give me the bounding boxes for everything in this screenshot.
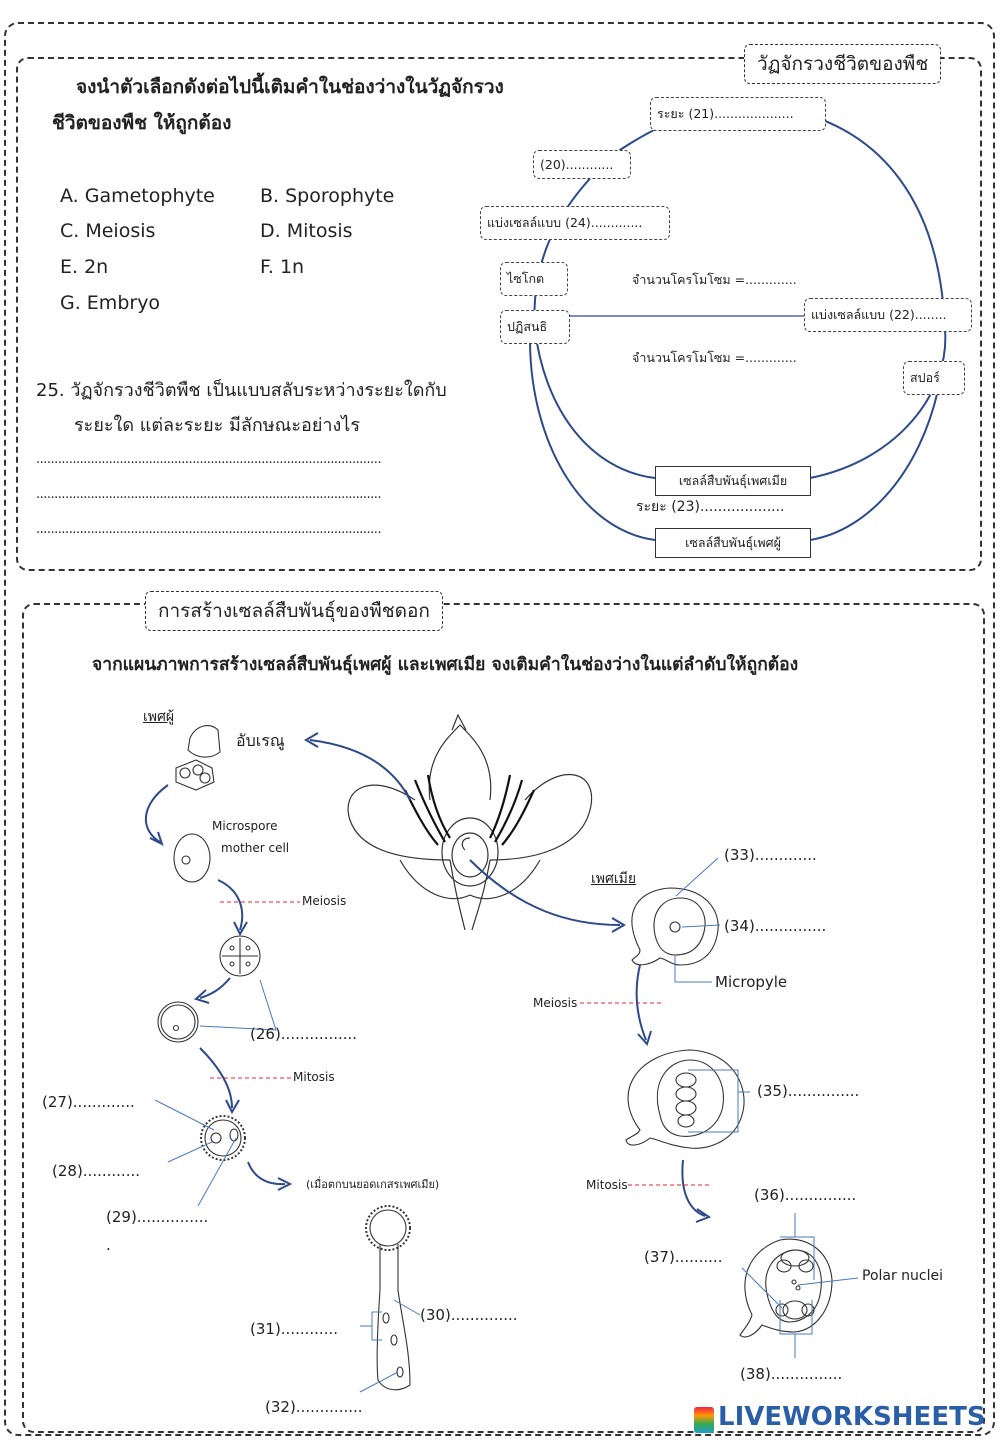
q27[interactable]: (27)............. [42,1093,135,1111]
q36[interactable]: (36)............... [754,1186,857,1204]
q26[interactable]: (26)................ [250,1025,358,1043]
q28[interactable]: (28)............ [52,1162,141,1180]
answer-line-3[interactable]: ........................................… [36,522,382,537]
male-cells [157,725,411,1391]
q38[interactable]: (38)............... [740,1365,843,1383]
instruction-line2: ชีวิตของพืช ให้ถูกต้อง [52,112,232,134]
box-23[interactable]: ระยะ (23)................... [636,499,785,515]
cycle-left-to-egg [534,329,656,479]
q29[interactable]: (29)............... [106,1208,209,1226]
option-c: C. Meiosis [60,220,156,242]
female-cells [625,887,833,1338]
flower-illustration [347,713,593,931]
box-21[interactable]: ระยะ (21).................... [650,97,826,131]
division-markers [210,901,710,1186]
msmc-label-1: Microspore [212,819,278,833]
option-b: B. Sporophyte [260,185,395,207]
option-d: D. Mitosis [260,220,353,242]
micropyle-label: Micropyle [715,973,788,991]
gamete-section [22,603,985,1433]
answer-line-2[interactable]: ........................................… [36,487,382,502]
male-meiosis: Meiosis [302,894,347,908]
section1-tag: วัฏจักรวงชีวิตของพืช [744,44,942,84]
q30[interactable]: (30).............. [420,1306,518,1324]
chromosome-top[interactable]: จำนวนโครโมโซม =............. [632,272,797,287]
box-egg: เซลล์สืบพันธุ์เพศเมีย [655,466,811,496]
answer-line-1[interactable]: ........................................… [36,452,382,467]
box-22[interactable]: แบ่งเซลล์แบบ (22)........ [804,298,972,332]
question-25-line1: 25. วัฏจักรวงชีวิตพืช เป็นแบบสลับระหว่าง… [36,380,447,401]
question-25-line2: ระยะใด แต่ละระยะ มีลักษณะอย่างไร [74,415,361,436]
female-title: เพศเมีย [591,871,637,887]
flow-arrows [145,732,712,1223]
q37[interactable]: (37).......... [644,1248,723,1266]
cycle-right-down-1 [809,329,947,479]
life-cycle-section [16,57,982,571]
box-20[interactable]: (20)............ [533,150,631,179]
page-frame [4,22,995,1436]
logo-badge-icon [694,1407,714,1433]
q33[interactable]: (33)............. [724,846,817,864]
chromosome-bottom[interactable]: จำนวนโครโมโซม =............. [632,350,797,365]
section2-instruction: จากแผนภาพการสร้างเซลล์สืบพันธุ์เพศผู้ แล… [92,655,799,675]
cycle-right-down-2 [809,389,939,541]
anther-label: อับเรณู [236,731,285,750]
polar-nuclei-label: Polar nuclei [862,1268,944,1284]
stray-period: . [106,1236,111,1254]
female-meiosis: Meiosis [533,996,578,1010]
q32[interactable]: (32).............. [265,1398,363,1416]
male-mitosis: Mitosis [293,1070,335,1084]
q35[interactable]: (35)............... [757,1082,860,1100]
pollination-note: (เมื่อตกบนยอดเกสรเพศเมีย) [306,1178,440,1191]
box-fertilization: ปฏิสนธิ [500,310,570,344]
option-e: E. 2n [60,256,109,278]
section2-tag: การสร้างเซลล์สืบพันธุ์ของพืชดอก [145,591,443,631]
q34[interactable]: (34)............... [724,917,827,935]
q31[interactable]: (31)............ [250,1320,339,1338]
instruction-line1: จงนำตัวเลือกดังต่อไปนี้เติมคำในช่องว่างใ… [76,76,504,98]
liveworksheets-logo: LIVEWORKSHEETS [718,1402,986,1432]
option-f: F. 1n [260,256,305,278]
option-g: G. Embryo [60,292,161,314]
box-sperm: เซลล์สืบพันธุ์เพศผู้ [655,528,811,558]
leader-lines [154,857,859,1393]
option-a: A. Gametophyte [60,185,215,207]
box-spore: สปอร์ [903,361,965,395]
box-24[interactable]: แบ่งเซลล์แบบ (24)............. [480,206,670,240]
box-zygote: ไซโกต [500,262,568,296]
female-mitosis: Mitosis [586,1178,628,1192]
male-title: เพศผู้ [143,709,175,725]
cycle-left-to-sperm [529,339,656,541]
flower-stamens [404,774,536,846]
msmc-label-2: mother cell [221,841,290,855]
